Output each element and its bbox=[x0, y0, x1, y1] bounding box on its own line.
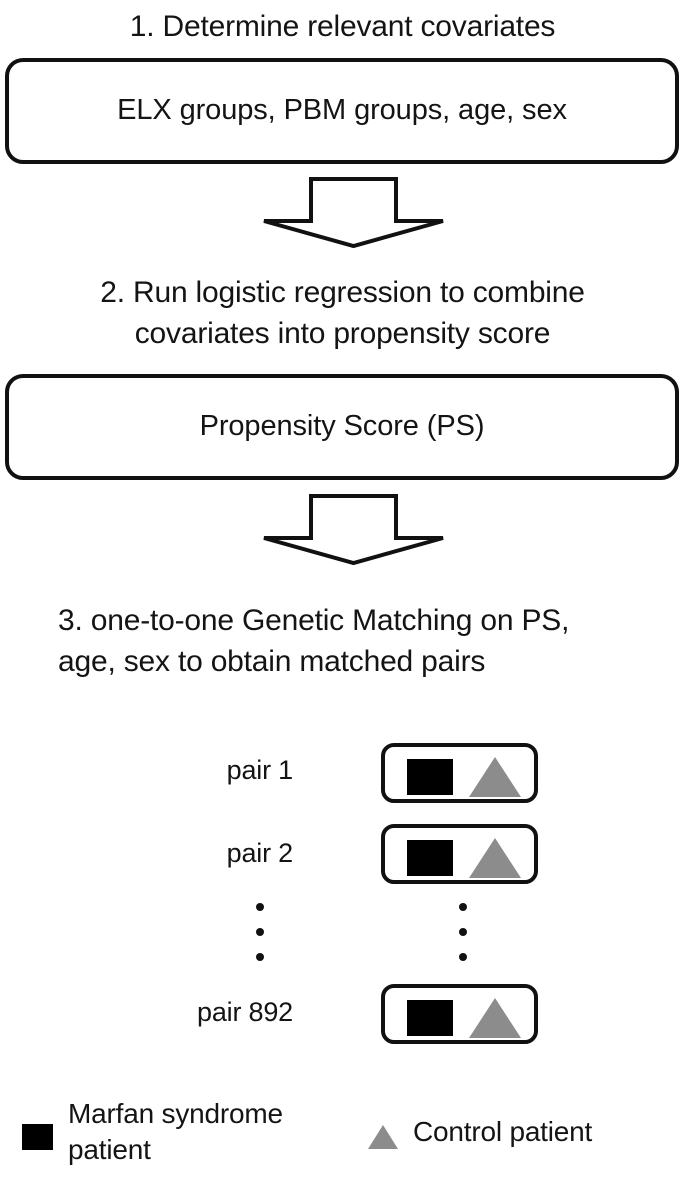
step-1-box-label: ELX groups, PBM groups, age, sex bbox=[117, 94, 567, 127]
pairs-ellipsis-left bbox=[256, 903, 264, 961]
control-patient-triangle-icon bbox=[469, 757, 521, 797]
ellipsis-dot bbox=[459, 928, 467, 936]
legend-marfan-square-icon bbox=[22, 1124, 53, 1150]
ellipsis-dot bbox=[256, 903, 264, 911]
arrow-step1-to-step2 bbox=[262, 177, 445, 249]
marfan-patient-square-icon bbox=[407, 759, 453, 795]
pairs-ellipsis-right bbox=[459, 903, 467, 961]
pair-row-892-box bbox=[381, 984, 538, 1044]
step-2-box-label: Propensity Score (PS) bbox=[199, 410, 485, 443]
ellipsis-dot bbox=[256, 953, 264, 961]
control-patient-triangle-icon bbox=[469, 838, 521, 878]
step-2-title: 2. Run logistic regression to combine co… bbox=[100, 276, 585, 350]
control-patient-triangle-icon bbox=[469, 998, 521, 1038]
step-3-title: 3. one-to-one Genetic Matching on PS, ag… bbox=[58, 604, 570, 678]
ellipsis-dot bbox=[459, 953, 467, 961]
pair-row-2-box bbox=[381, 824, 538, 884]
step-1-box: ELX groups, PBM groups, age, sex bbox=[5, 58, 679, 164]
pair-row-1-label: pair 1 bbox=[226, 755, 294, 785]
step-1-title: 1. Determine relevant covariates bbox=[129, 10, 556, 43]
pair-row-1-box bbox=[381, 743, 538, 803]
step-2-box: Propensity Score (PS) bbox=[5, 374, 679, 480]
ellipsis-dot bbox=[256, 928, 264, 936]
legend-marfan-label: Marfan syndrome patient bbox=[68, 1098, 283, 1165]
ellipsis-dot bbox=[459, 903, 467, 911]
arrow-step2-to-step3 bbox=[262, 494, 445, 566]
legend-control-label: Control patient bbox=[413, 1116, 593, 1147]
legend-control-triangle-icon bbox=[368, 1125, 398, 1149]
marfan-patient-square-icon bbox=[407, 840, 453, 876]
pair-row-892-label: pair 892 bbox=[197, 997, 293, 1027]
marfan-patient-square-icon bbox=[407, 1000, 453, 1036]
pair-row-2-label: pair 2 bbox=[226, 838, 294, 868]
